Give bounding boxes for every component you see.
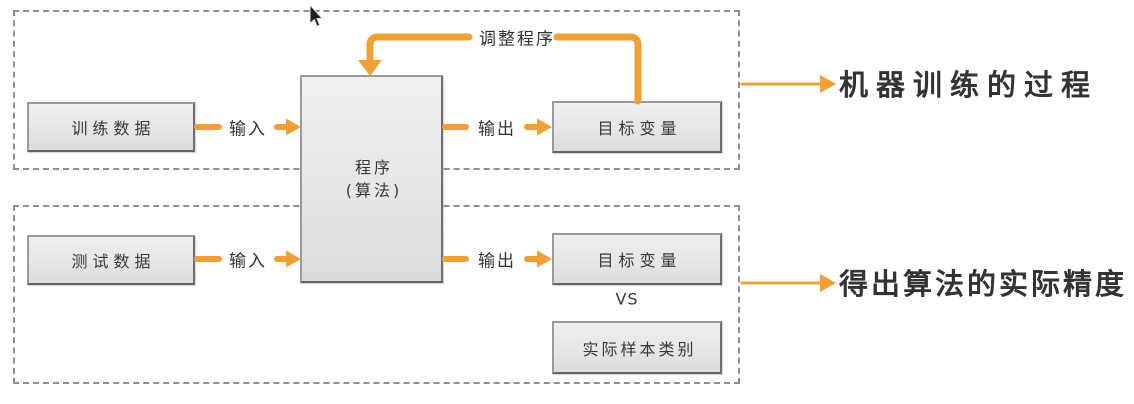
program-box: 程序 (算法) [300,75,443,283]
target-variable-box-testing: 目标变量 [552,233,722,285]
target-variable-label-training: 目标变量 [597,119,682,138]
caption-arrow-training [740,75,836,93]
target-variable-label-testing: 目标变量 [597,251,682,270]
actual-class-box: 实际样本类别 [552,321,722,374]
input-label-testing: 输入 [229,251,267,272]
testing-caption: 得出算法的实际精度 [839,267,1128,301]
program-label-line1: 程序 [354,158,393,177]
caption-arrow-testing [740,274,836,292]
vs-label: VS [615,289,639,309]
target-variable-box-training: 目标变量 [552,101,722,153]
test-data-box: 测试数据 [27,235,195,285]
adjust-program-label: 调整程序 [479,29,555,50]
training-data-label: 训练数据 [71,119,156,138]
output-label-testing: 输出 [478,251,516,272]
input-label-training: 输入 [229,119,267,140]
output-label-training: 输出 [478,119,516,140]
test-data-label: 测试数据 [71,252,156,271]
training-data-box: 训练数据 [27,102,195,152]
training-caption: 机器训练的过程 [839,68,1099,102]
program-label-line2: (算法) [345,181,403,200]
actual-class-label: 实际样本类别 [582,339,697,359]
